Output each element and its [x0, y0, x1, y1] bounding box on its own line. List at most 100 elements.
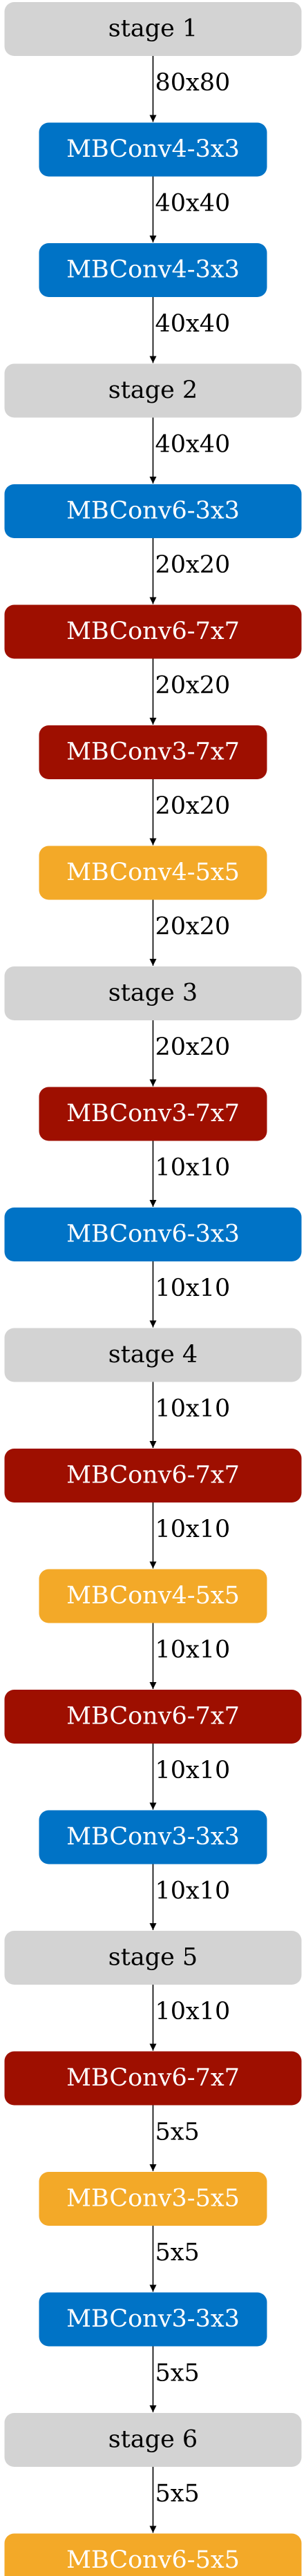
- node-box: [4, 2051, 302, 2106]
- edge-label: 40x40: [155, 189, 231, 217]
- node-box: [39, 2292, 267, 2347]
- node-box: [4, 1690, 302, 1744]
- block-node: MBConv3-7x7: [39, 725, 267, 779]
- edges-layer: 80x80 40x40 40x40 40x40 20x20 20x20 20x20 20x20…: [149, 56, 231, 2533]
- edge: 10x10: [149, 1864, 231, 1930]
- edge: 20x20: [149, 899, 231, 966]
- edge: 10x10: [149, 1502, 231, 1569]
- node-label: MBConv3-7x7: [66, 1100, 240, 1127]
- node-box: [4, 1208, 302, 1261]
- node-box: [4, 966, 302, 1020]
- block-node: MBConv4-5x5: [39, 1569, 267, 1623]
- edge: 10x10: [149, 1382, 231, 1448]
- edge: 5x5: [149, 2105, 200, 2171]
- edge-label: 20x20: [155, 792, 231, 820]
- edge: 20x20: [149, 658, 230, 725]
- edge: 80x80: [149, 56, 231, 122]
- edge-label: 10x10: [155, 1395, 231, 1422]
- node-box: [39, 725, 267, 779]
- stage-node: stage 4: [4, 1328, 302, 1382]
- edge: 40x40: [149, 417, 231, 484]
- edge-label: 5x5: [155, 2239, 200, 2267]
- node-label: MBConv6-7x7: [66, 2064, 240, 2092]
- edge: 20x20: [149, 1020, 231, 1087]
- node-label: MBConv3-3x3: [66, 2305, 240, 2333]
- node-box: [4, 484, 302, 538]
- edge: 10x10: [149, 1985, 231, 2051]
- node-label: MBConv3-7x7: [66, 738, 240, 766]
- node-box: [39, 846, 267, 900]
- edge-label: 80x80: [155, 69, 231, 97]
- block-node: MBConv6-7x7: [4, 1449, 302, 1502]
- edge: 10x10: [149, 1744, 230, 1810]
- edge: 5x5: [149, 2346, 200, 2412]
- edge: 20x20: [149, 538, 231, 604]
- node-box: [4, 2, 302, 56]
- edge-label: 20x20: [155, 1033, 231, 1061]
- stage-node: stage 6: [4, 2413, 302, 2467]
- node-label: stage 5: [108, 1944, 198, 1972]
- edge-label: 40x40: [155, 310, 231, 338]
- stage-node: stage 1: [4, 2, 302, 56]
- edge-label: 10x10: [155, 1154, 231, 1181]
- edge-label: 5x5: [155, 2118, 200, 2146]
- node-label: stage 4: [108, 1341, 198, 1368]
- edge: 10x10: [149, 1623, 231, 1689]
- node-box: [4, 1328, 302, 1382]
- node-label: MBConv3-3x3: [66, 1823, 240, 1851]
- node-box: [39, 1087, 267, 1141]
- node-box: [39, 1810, 267, 1864]
- node-box: [39, 243, 267, 297]
- node-box: [39, 1569, 267, 1623]
- block-node: MBConv6-5x5: [4, 2533, 302, 2576]
- node-box: [39, 122, 267, 177]
- edge-label: 40x40: [155, 430, 231, 458]
- block-node: MBConv4-3x3: [39, 243, 267, 297]
- node-label: MBConv4-3x3: [66, 256, 240, 284]
- edge-label: 5x5: [155, 2359, 200, 2387]
- block-node: MBConv3-3x3: [39, 2292, 267, 2347]
- block-node: MBConv3-7x7: [39, 1087, 267, 1141]
- node-label: MBConv6-7x7: [66, 1703, 240, 1730]
- node-label: MBConv6-7x7: [66, 618, 240, 645]
- block-node: MBConv6-7x7: [4, 604, 302, 659]
- node-label: MBConv4-5x5: [66, 1582, 240, 1610]
- node-label: stage 2: [108, 376, 198, 404]
- block-node: MBConv4-3x3: [39, 122, 267, 177]
- edge: 40x40: [149, 297, 231, 363]
- edge-label: 10x10: [155, 1998, 231, 2025]
- node-box: [39, 2172, 267, 2226]
- node-label: stage 6: [108, 2426, 198, 2454]
- edge-label: 10x10: [155, 1877, 231, 1905]
- block-node: MBConv6-7x7: [4, 1690, 302, 1744]
- edge-label: 10x10: [155, 1275, 231, 1302]
- node-box: [4, 2413, 302, 2467]
- edge: 40x40: [149, 176, 231, 242]
- edge-label: 20x20: [155, 913, 231, 940]
- block-node: MBConv6-3x3: [4, 484, 302, 538]
- edge-label: 20x20: [155, 551, 231, 579]
- node-label: MBConv4-5x5: [66, 859, 240, 886]
- edge: 10x10: [149, 1261, 231, 1328]
- block-node: MBConv4-5x5: [39, 846, 267, 900]
- node-label: MBConv3-5x5: [66, 2185, 240, 2213]
- block-node: MBConv3-5x5: [39, 2172, 267, 2226]
- node-box: [4, 1931, 302, 1985]
- edge-label: 10x10: [155, 1516, 231, 1543]
- node-label: MBConv6-7x7: [66, 1462, 240, 1489]
- node-box: [4, 2533, 302, 2576]
- block-node: MBConv6-3x3: [4, 1208, 302, 1261]
- edge: 10x10: [149, 1141, 231, 1207]
- node-box: [4, 1449, 302, 1502]
- edge: 20x20: [149, 779, 231, 846]
- edge: 5x5: [149, 2467, 200, 2533]
- node-box: [4, 604, 302, 659]
- node-label: MBConv4-3x3: [66, 135, 240, 163]
- edge-label: 10x10: [155, 1636, 231, 1663]
- edge-label: 5x5: [155, 2480, 200, 2508]
- node-label: MBConv6-3x3: [66, 497, 240, 525]
- stage-node: stage 5: [4, 1931, 302, 1985]
- node-label: stage 3: [108, 980, 198, 1007]
